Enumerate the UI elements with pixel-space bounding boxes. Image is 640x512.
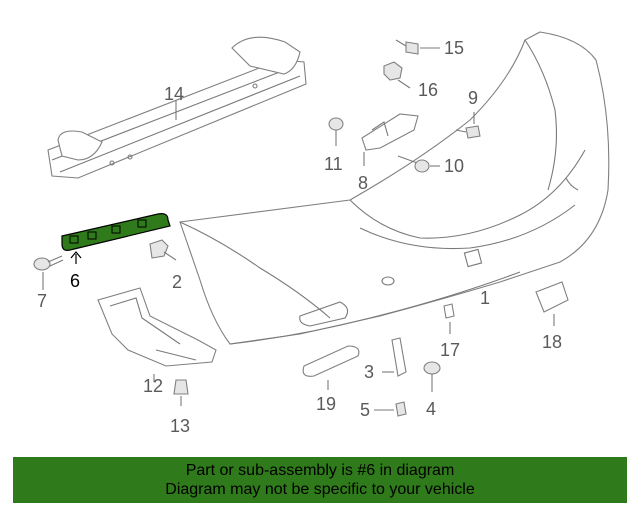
callout-19: 19	[316, 394, 336, 414]
part-9-bolt	[455, 112, 481, 139]
info-banner: Part or sub-assembly is #6 in diagram Di…	[13, 457, 627, 503]
parts-diagram: 1 2 3 4 5 6 7 8 9 10 11 12 13 14 15 16 1…	[33, 31, 610, 436]
callout-12: 12	[143, 376, 163, 396]
part-17-cap	[443, 303, 455, 334]
part-3-clip	[382, 337, 407, 377]
callout-5: 5	[360, 400, 370, 420]
callout-15: 15	[444, 38, 464, 58]
part-13-bolt	[173, 379, 189, 406]
part-6-bracket-highlighted	[61, 213, 171, 264]
part-2-clip	[149, 239, 177, 261]
banner-line-1: Part or sub-assembly is #6 in diagram	[185, 462, 455, 479]
part-16-nut	[383, 61, 411, 89]
part-19-reflector	[302, 345, 360, 390]
part-18-bracket	[535, 281, 569, 326]
callout-11: 11	[324, 154, 343, 174]
banner-line-2: Diagram may not be specific to your vehi…	[165, 481, 475, 498]
part-12-side-bracket	[97, 287, 217, 382]
part-1-bumper-cover	[179, 31, 610, 345]
part-15-bolt	[395, 39, 440, 55]
callout-2: 2	[172, 272, 182, 292]
callout-7: 7	[37, 291, 47, 311]
callout-8: 8	[358, 173, 368, 193]
callout-10: 10	[444, 156, 464, 176]
part-8-bracket	[361, 113, 419, 166]
callout-16: 16	[418, 80, 438, 100]
part-11-push-pin	[328, 117, 344, 146]
callout-14: 14	[164, 84, 184, 104]
part-5-bolt	[374, 401, 407, 417]
callout-18: 18	[542, 332, 562, 352]
callout-3: 3	[364, 362, 374, 382]
callout-6: 6	[70, 271, 80, 291]
callout-1: 1	[480, 288, 490, 308]
part-7-screw	[33, 255, 64, 290]
callout-9: 9	[468, 88, 478, 108]
callout-4: 4	[426, 399, 436, 419]
part-14-reinforcement-beam	[47, 36, 307, 179]
part-4-push-pin	[423, 361, 441, 392]
callout-17: 17	[440, 340, 460, 360]
callout-13: 13	[170, 416, 190, 436]
part-10-screw	[397, 155, 440, 173]
